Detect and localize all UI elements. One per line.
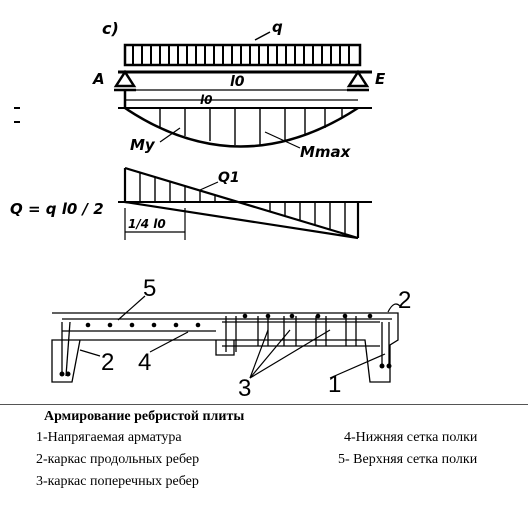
callout-5: 5 bbox=[143, 275, 156, 302]
moment-left-label: My bbox=[130, 136, 156, 154]
support-left-label: A bbox=[92, 70, 105, 88]
span-label: l0 bbox=[230, 74, 245, 90]
quarter-span-label: 1/4 l0 bbox=[128, 217, 166, 231]
figure-caption: Армирование ребристой плиты 1-Напрягаема… bbox=[0, 404, 528, 523]
callout-leaders bbox=[79, 295, 401, 379]
top-rebars bbox=[85, 313, 373, 328]
left-rib-cage bbox=[61, 321, 71, 377]
shear-label: Q = q l0 / 2 bbox=[10, 200, 104, 218]
support-right-label: E bbox=[375, 70, 386, 88]
support-right bbox=[346, 69, 370, 92]
legend-item-4: 4-Нижняя сетка полки bbox=[344, 430, 478, 445]
callout-3: 3 bbox=[238, 375, 251, 402]
span-dimension bbox=[125, 89, 358, 101]
load-label: q bbox=[272, 18, 283, 36]
quarter-span-dimension bbox=[124, 208, 186, 240]
span-label-lower: l0 bbox=[200, 93, 212, 107]
transverse-rib-cages bbox=[222, 316, 380, 352]
caption-title: Армирование ребристой плиты bbox=[44, 409, 245, 424]
shear-diagram bbox=[118, 166, 372, 240]
legend-item-5: 5- Верхняя сетка полки bbox=[338, 452, 478, 467]
right-rib-cage bbox=[381, 322, 390, 368]
legend-item-3: 3-каркас поперечных ребер bbox=[36, 474, 199, 489]
callout-1: 1 bbox=[328, 371, 341, 398]
legend-item-1: 1-Напрягаемая арматура bbox=[36, 430, 182, 445]
callout-2-right: 2 bbox=[398, 287, 411, 314]
beam-diagram: c) q bbox=[10, 18, 386, 240]
callout-2-left: 2 bbox=[101, 349, 114, 376]
moment-max-label: Mmax bbox=[300, 143, 352, 161]
shear-right-label: Q1 bbox=[218, 170, 240, 186]
moment-diagram bbox=[118, 106, 372, 149]
callout-4: 4 bbox=[138, 349, 151, 376]
distributed-load bbox=[123, 31, 362, 67]
section-diagram: 5 2 4 3 1 2 bbox=[51, 275, 411, 402]
panel-label: c) bbox=[102, 19, 119, 38]
legend-item-2: 2-каркас продольных ребер bbox=[36, 452, 200, 467]
